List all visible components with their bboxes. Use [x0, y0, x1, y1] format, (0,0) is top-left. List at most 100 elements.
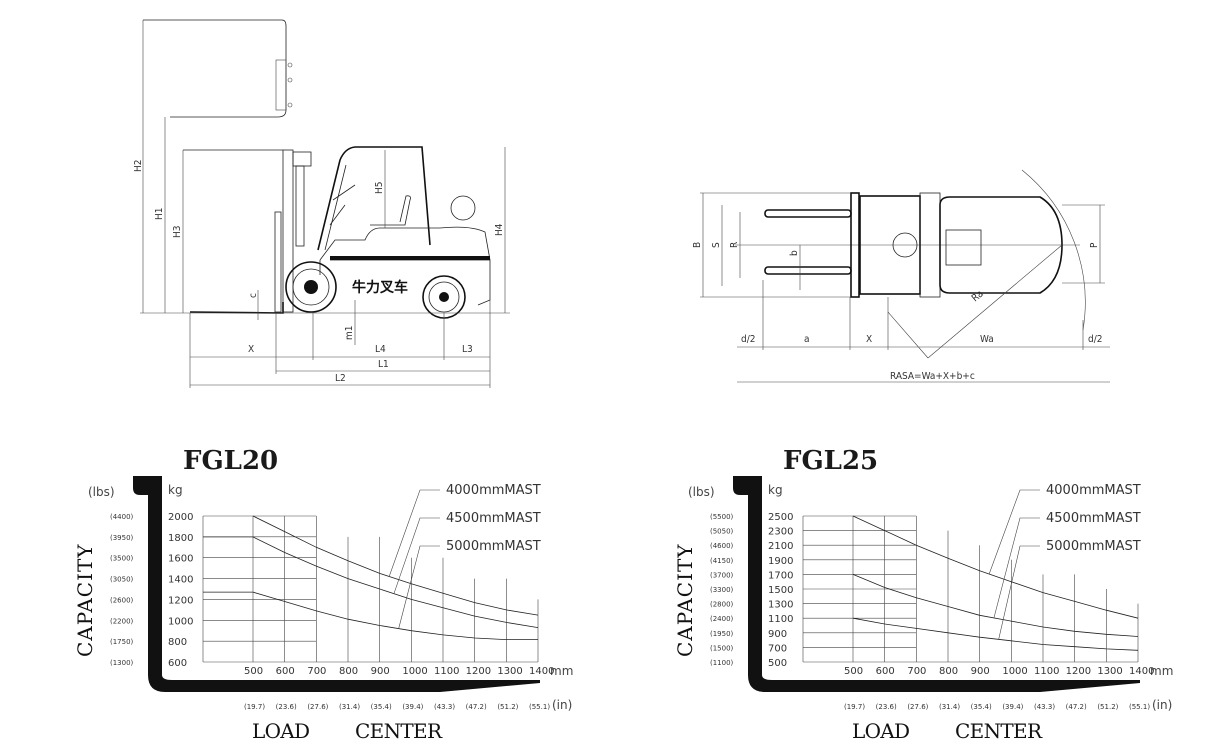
- fork-upper: [764, 209, 852, 218]
- y-tick-label: 1600: [168, 554, 193, 565]
- label-ra: Ra: [970, 288, 986, 304]
- top-steering-wheel: [892, 232, 918, 258]
- series-leader: [398, 545, 440, 629]
- x2-tick-label: (35.4): [371, 703, 392, 711]
- body-stripe: [330, 256, 490, 260]
- turning-radius: [887, 244, 1063, 359]
- turning-arc: [1021, 169, 1086, 331]
- label-l3: L3: [462, 344, 473, 355]
- top-view-drawing: B S R b P Ra d/2 a X Wa d/2 RASA=Wa+X+b+…: [692, 169, 1110, 383]
- x-tick-label: 1000: [402, 666, 427, 677]
- x-tick-label: 1100: [434, 666, 459, 677]
- y2-tick-label: (3300): [710, 586, 734, 594]
- x-tick-label: 900: [371, 666, 390, 677]
- x2-tick-label: (31.4): [939, 703, 960, 711]
- y-unit: kg: [768, 483, 783, 497]
- label-l4: L4: [375, 344, 386, 355]
- overhead-guard: [317, 146, 431, 251]
- y2-tick-label: (1100): [710, 659, 734, 667]
- series-leader: [393, 517, 440, 594]
- side-view-drawing: 牛力叉车 H2 H1 H3 H4 H5 c m1 X L4: [133, 19, 510, 388]
- x2-tick-label: (23.6): [276, 703, 297, 711]
- y-tick-label: 1000: [168, 616, 193, 627]
- y-tick-label: 2000: [168, 512, 193, 523]
- x2-tick-label: (47.2): [466, 703, 487, 711]
- x2-tick-label: (55.1): [1129, 703, 1150, 711]
- brand-text: 牛力叉车: [352, 279, 408, 296]
- x2-tick-label: (51.2): [1097, 703, 1118, 711]
- series-line-4500mmmast: [852, 574, 1139, 637]
- chart-title: FGL25: [783, 446, 878, 476]
- x2-tick-label: (35.4): [971, 703, 992, 711]
- y-tick-label: 1100: [768, 614, 793, 625]
- y-tick-label: 1400: [168, 575, 193, 586]
- x-tick-label: 600: [276, 666, 295, 677]
- chart-title: FGL20: [183, 446, 278, 476]
- label-b: b: [789, 250, 800, 256]
- x-tick-label: 800: [939, 666, 958, 677]
- x-tick-label: 500: [244, 666, 263, 677]
- y-tick-label: 800: [168, 637, 187, 648]
- y-tick-label: 1700: [768, 570, 793, 581]
- x2-tick-label: (43.3): [1034, 703, 1055, 711]
- series-leader: [993, 517, 1040, 618]
- fork-axis: [133, 476, 540, 692]
- y2-tick-label: (5050): [710, 528, 734, 536]
- series-label: 4500mmMAST: [1046, 511, 1141, 526]
- y-axis-label: CAPACITY: [73, 543, 97, 657]
- y-axis-label: CAPACITY: [673, 543, 697, 657]
- y2-tick-label: (4600): [710, 542, 734, 550]
- x-tick-label: 1100: [1034, 666, 1059, 677]
- label-r: R: [729, 242, 740, 248]
- label-p: P: [1089, 242, 1100, 248]
- y-tick-label: 900: [768, 629, 787, 640]
- label-x: X: [248, 344, 254, 355]
- series-leader: [388, 489, 440, 577]
- label-h4: H4: [494, 223, 505, 236]
- x2-tick-label: (19.7): [844, 703, 865, 711]
- label-l2: L2: [335, 373, 346, 384]
- y2-tick-label: (3700): [710, 571, 734, 579]
- x2-tick-label: (27.6): [907, 703, 928, 711]
- label-d2-left: d/2: [741, 334, 755, 345]
- x-tick-label: 800: [339, 666, 358, 677]
- fork: [189, 302, 284, 314]
- x-unit: mm: [1150, 664, 1173, 678]
- x2-tick-label: (19.7): [244, 703, 265, 711]
- series-line-5000mmmast: [203, 591, 538, 640]
- y2-unit: (lbs): [88, 485, 115, 499]
- label-h5: H5: [374, 182, 385, 195]
- y-tick-label: 2500: [768, 512, 793, 523]
- raised-carriage: [275, 59, 287, 111]
- y2-tick-label: (4400): [110, 513, 134, 521]
- x2-tick-label: (47.2): [1066, 703, 1087, 711]
- label-h1: H1: [154, 208, 165, 221]
- y-tick-label: 500: [768, 658, 787, 669]
- x-tick-label: 1400: [1129, 666, 1154, 677]
- series-label: 5000mmMAST: [1046, 539, 1141, 554]
- y2-tick-label: (2200): [110, 617, 134, 625]
- y2-tick-label: (1950): [710, 630, 734, 638]
- y2-tick-label: (1300): [110, 659, 134, 667]
- fork-axis: [733, 476, 1140, 692]
- x-tick-label: 700: [907, 666, 926, 677]
- label-l1: L1: [378, 359, 389, 370]
- mast: [282, 149, 294, 313]
- x2-tick-label: (31.4): [339, 703, 360, 711]
- y-tick-label: 2300: [768, 527, 793, 538]
- y2-tick-label: (4150): [710, 557, 734, 565]
- y-tick-label: 1900: [768, 556, 793, 567]
- y2-tick-label: (1500): [710, 644, 734, 652]
- y-tick-label: 1200: [168, 595, 193, 606]
- label-wa: Wa: [980, 334, 994, 345]
- x2-tick-label: (23.6): [876, 703, 897, 711]
- x-axis-label: LOAD CENTER: [852, 719, 1043, 743]
- x-unit: mm: [550, 664, 573, 678]
- x2-tick-label: (51.2): [497, 703, 518, 711]
- y2-tick-label: (3500): [110, 555, 134, 563]
- y2-tick-label: (2600): [110, 596, 134, 604]
- label-c: c: [248, 293, 259, 298]
- x2-tick-label: (39.4): [402, 703, 423, 711]
